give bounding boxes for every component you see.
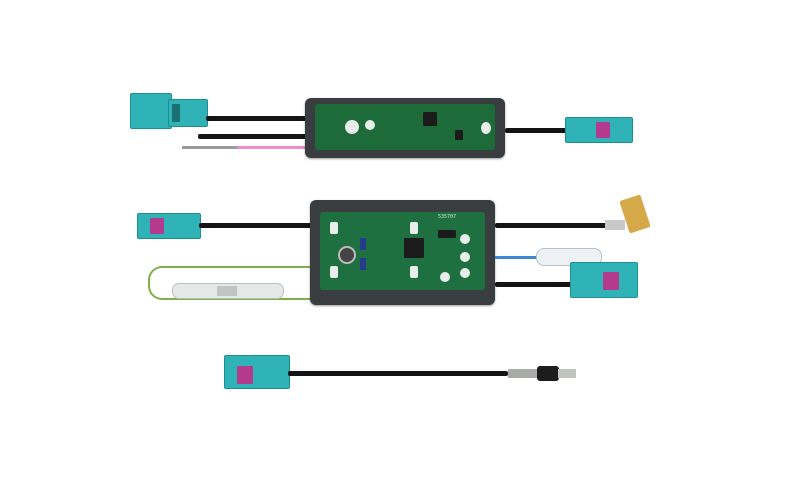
cable [288, 371, 508, 376]
fuse-holder [172, 283, 284, 299]
multi-pin-connector [130, 93, 172, 129]
cable [495, 223, 607, 228]
pcb [315, 104, 495, 150]
fakra-connector [570, 262, 638, 298]
green-wire-loop [148, 266, 310, 300]
cable [505, 128, 570, 133]
cable [199, 223, 311, 228]
fakra-connector [224, 355, 290, 389]
metal-ferrule [508, 369, 538, 378]
amplifier-housing [305, 98, 505, 158]
cable [198, 134, 306, 139]
smb-angled-connector [605, 220, 625, 230]
multi-pin-connector-plug [168, 99, 208, 127]
pcb: 535707 [320, 212, 485, 290]
pin-terminal [182, 146, 237, 149]
cable [495, 282, 575, 287]
phantom-power-housing: 535707 [310, 200, 495, 305]
fakra-connector [137, 213, 201, 239]
pink-wire [235, 146, 307, 149]
fakra-connector [565, 117, 633, 143]
spade-terminal [536, 248, 602, 266]
cable [206, 116, 306, 121]
rubber-seal [537, 366, 559, 381]
pcb-label: 535707 [438, 214, 457, 220]
blue-wire [495, 256, 537, 259]
pin-terminal [558, 369, 576, 378]
